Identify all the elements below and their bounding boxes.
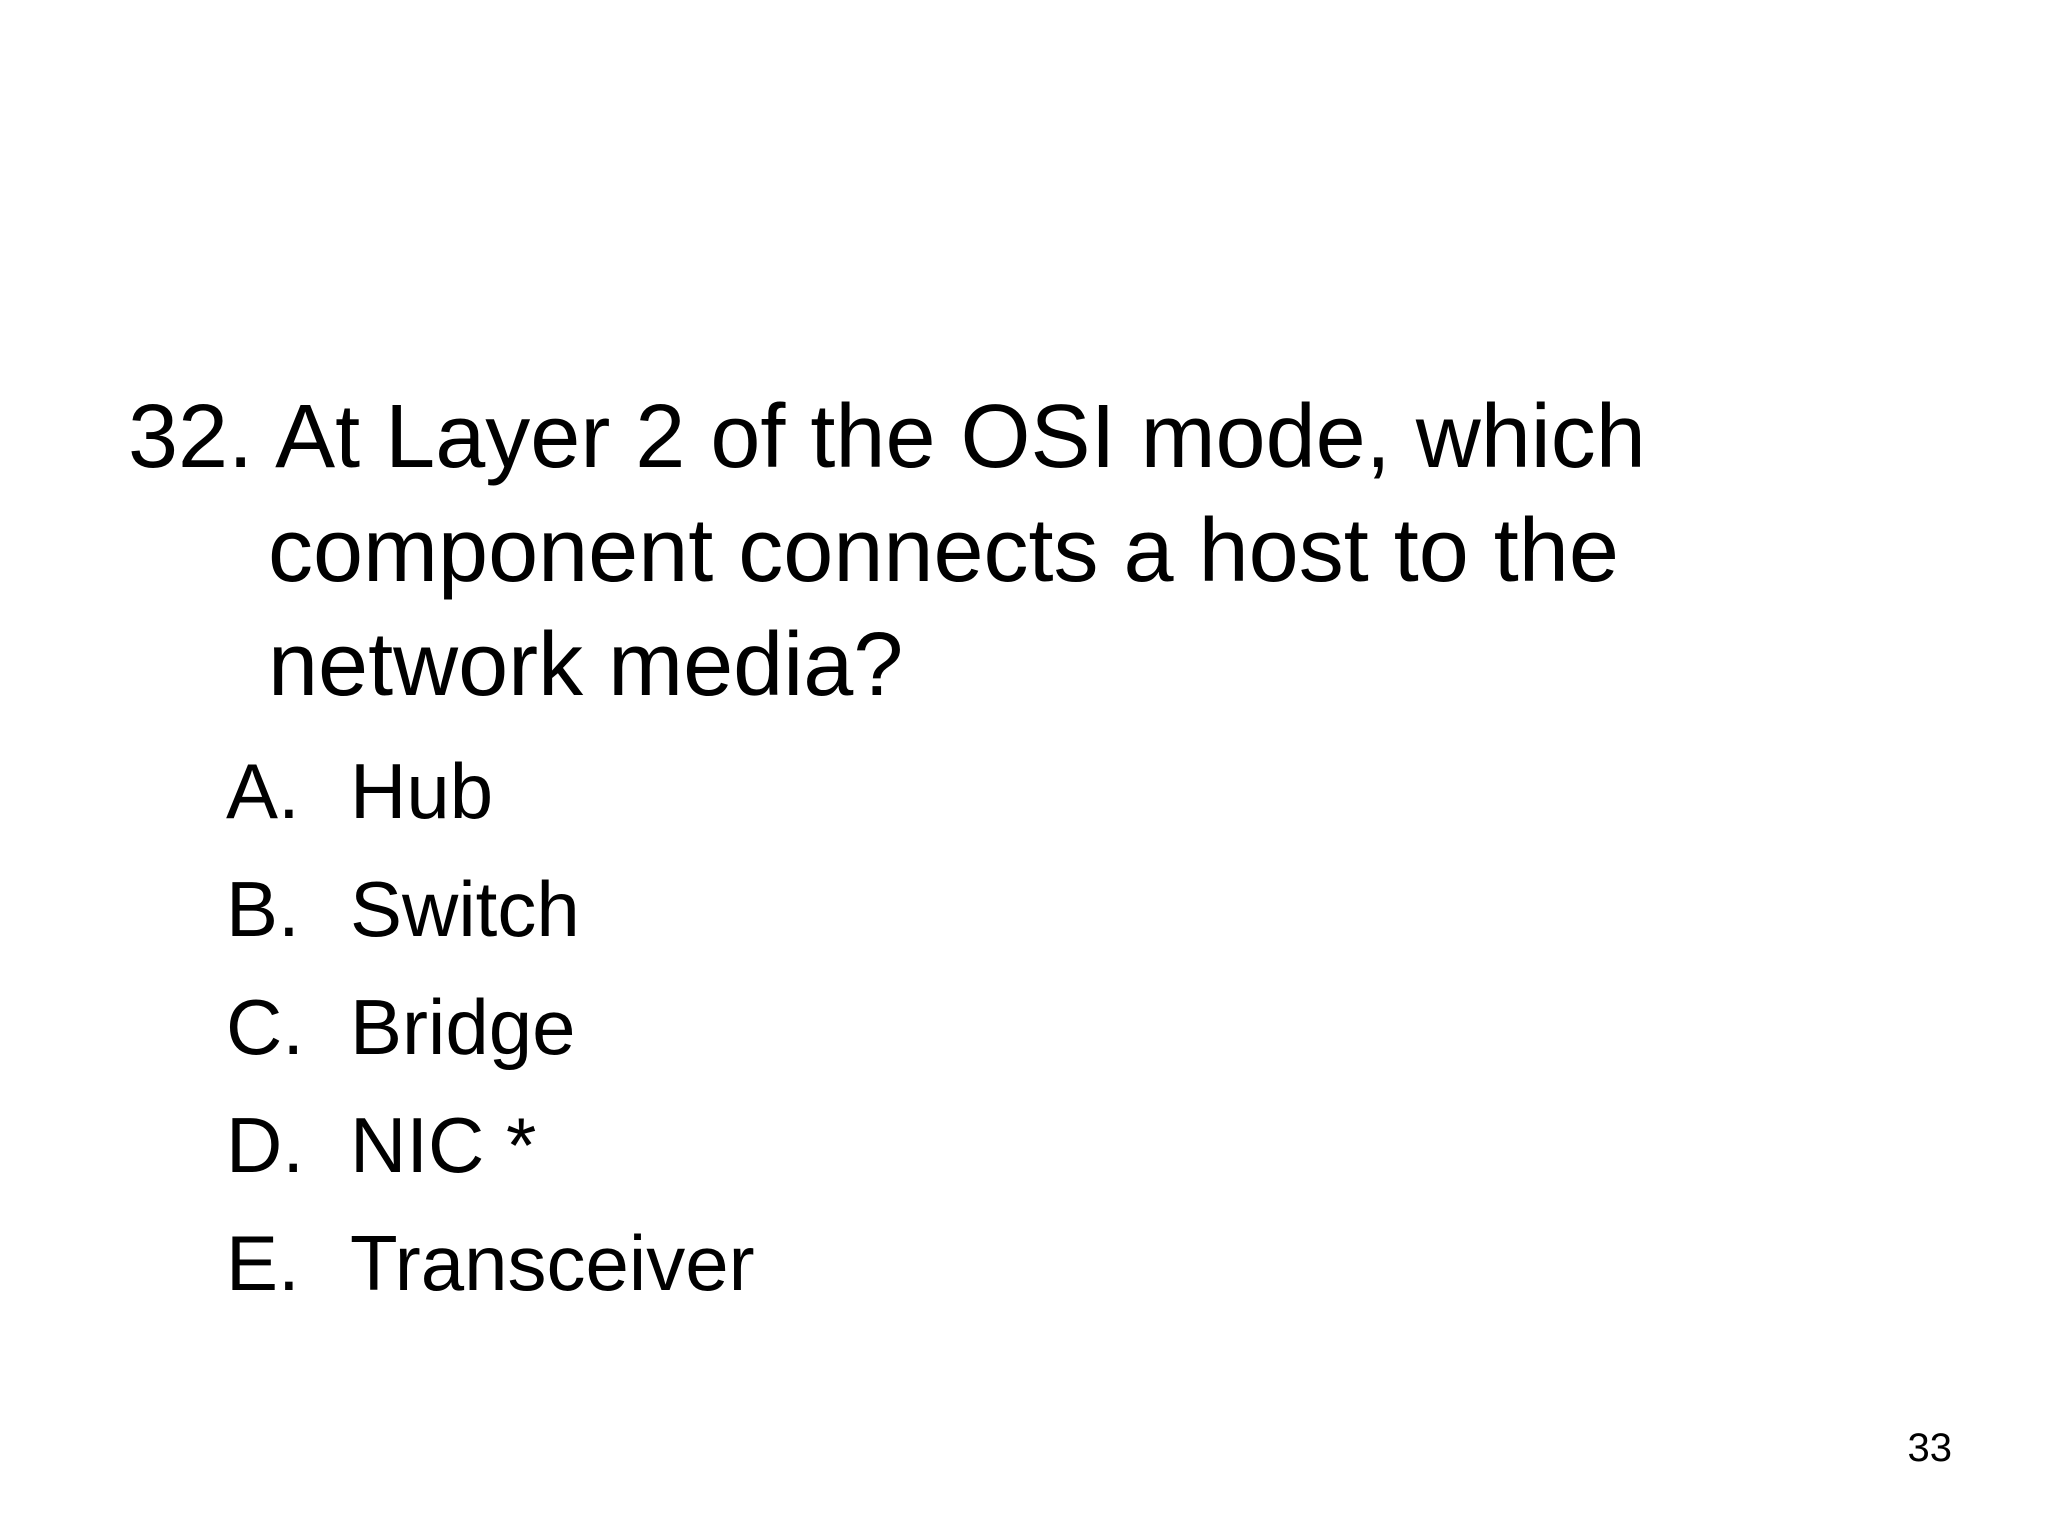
question-line-3: network media? — [268, 615, 904, 715]
question-text: 32.At Layer 2 of the OSI mode, which com… — [128, 380, 1728, 722]
option-letter: B. — [226, 865, 300, 953]
question-line-1: 32.At Layer 2 of the OSI mode, which — [128, 380, 1728, 494]
question-number: 32. — [128, 387, 254, 487]
question-line-text: At Layer 2 of the OSI mode, which — [275, 387, 1646, 487]
option-letter: E. — [226, 1219, 300, 1307]
option-text: Bridge — [350, 983, 576, 1071]
option-a: A. Hub — [226, 732, 755, 850]
option-text: NIC * — [350, 1101, 537, 1189]
option-text: Switch — [350, 865, 580, 953]
option-letter: D. — [226, 1101, 304, 1189]
page-number: 33 — [1907, 1426, 1953, 1470]
option-d: D. NIC * — [226, 1086, 755, 1204]
option-text: Transceiver — [350, 1219, 755, 1307]
question-line-2: component connects a host to the — [268, 501, 1619, 601]
answer-options: A. Hub B. Switch C. Bridge D. NIC * E. Transc… — [226, 732, 755, 1322]
option-letter: A. — [226, 747, 300, 835]
option-c: C. Bridge — [226, 968, 755, 1086]
option-text: Hub — [350, 747, 494, 835]
option-b: B. Switch — [226, 850, 755, 968]
option-e: E. Transceiver — [226, 1204, 755, 1322]
option-letter: C. — [226, 983, 304, 1071]
